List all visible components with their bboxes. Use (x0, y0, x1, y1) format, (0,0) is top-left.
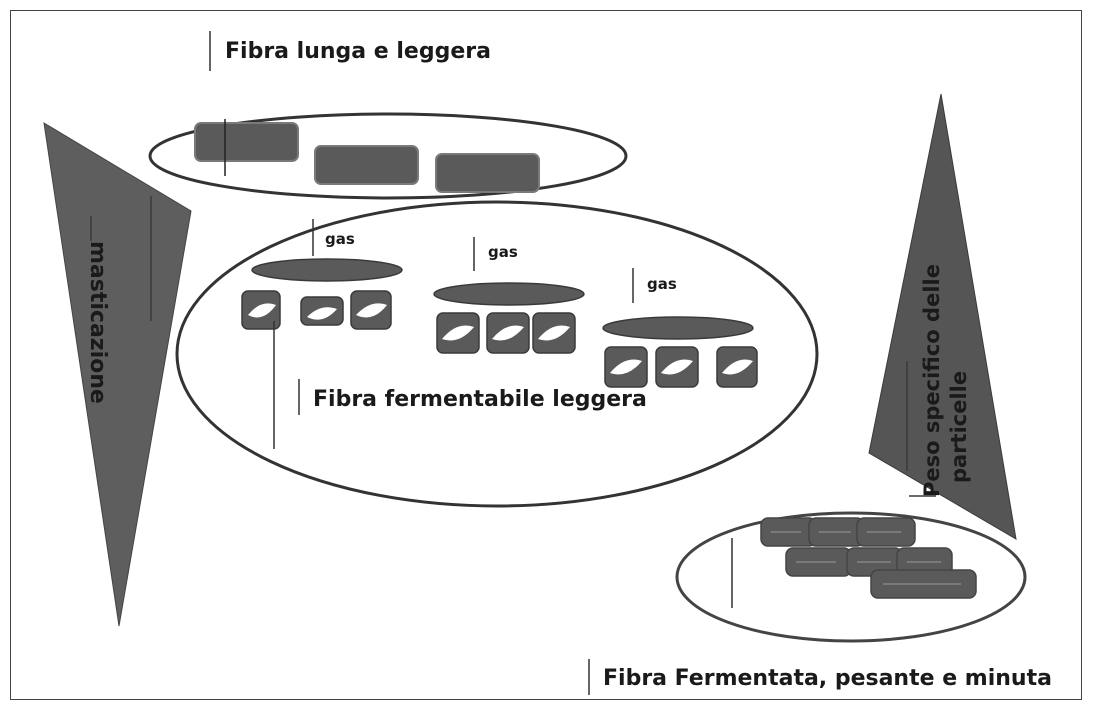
long-fiber-block-3 (435, 153, 540, 193)
specific-weight-label-1: Peso specifico delle (920, 264, 944, 497)
specific-weight-triangle (868, 93, 1017, 540)
diagram-frame: masticazione Peso specifico delle partic… (10, 10, 1082, 700)
gas-label-3: gas (647, 275, 677, 293)
fermented-fiber-ellipse (675, 511, 1027, 643)
chewing-label: masticazione (85, 241, 110, 404)
long-fiber-block-1 (194, 122, 299, 162)
fiber-diagram: masticazione Peso specifico delle partic… (43, 31, 1052, 695)
specific-weight-label-2: particelle (947, 371, 971, 483)
gas-bubble-2 (433, 282, 585, 306)
gas-bubble-3 (602, 316, 754, 340)
particle-group-2 (436, 312, 576, 354)
fermented-fiber-label: Fibra Fermentata, pesante e minuta (603, 666, 1052, 691)
gas-label-2: gas (488, 243, 518, 261)
fermented-fiber-blocks (760, 517, 977, 599)
gas-bubble-1 (251, 258, 403, 282)
particle-group-1 (241, 290, 392, 330)
long-fiber-ellipse (148, 112, 628, 200)
fermentable-fiber-label: Fibra fermentabile leggera (313, 387, 647, 412)
fermentable-fiber-ellipse (175, 200, 819, 508)
long-fiber-block-2 (314, 145, 419, 185)
chewing-triangle (43, 122, 192, 627)
gas-label-1: gas (325, 230, 355, 248)
particle-group-3 (604, 346, 758, 388)
long-fiber-label: Fibra lunga e leggera (225, 39, 491, 64)
